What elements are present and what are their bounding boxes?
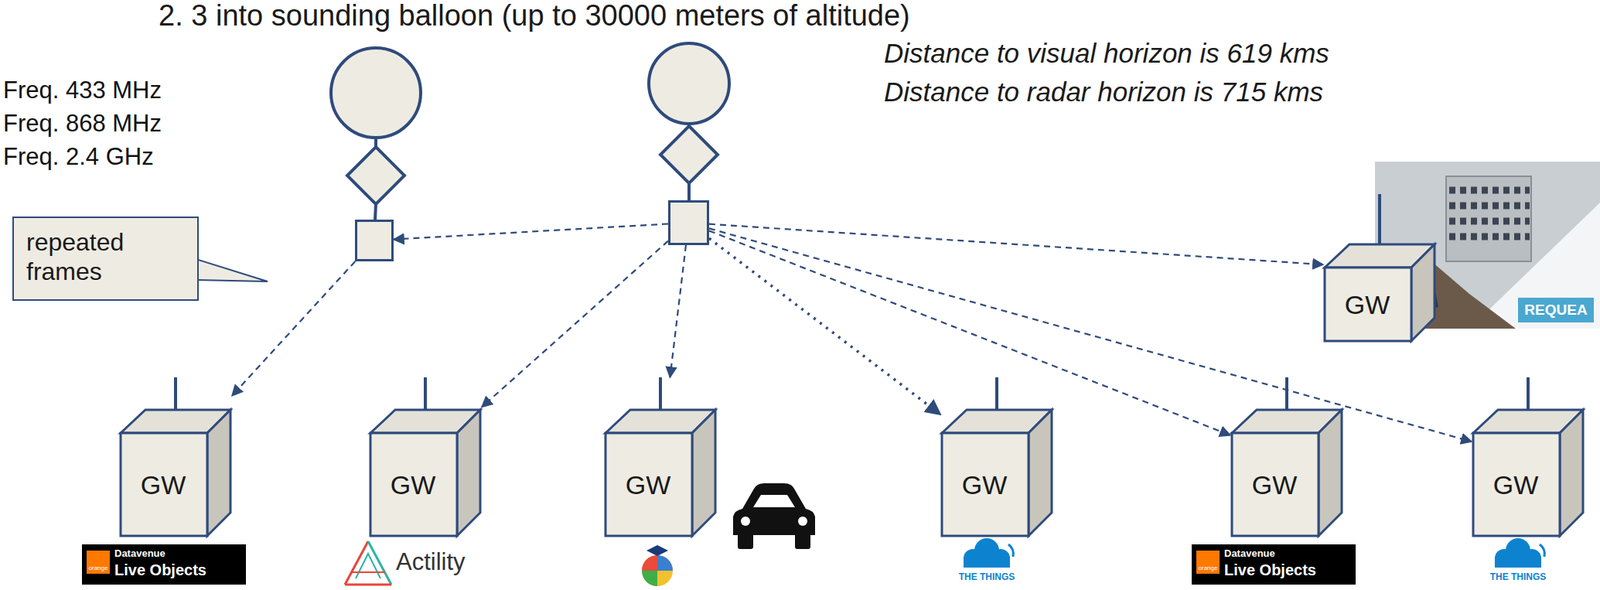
radio-link [709,230,1231,436]
cube-side [1411,244,1435,342]
logo-text: Datavenue [1224,548,1276,560]
cube-side [207,409,231,536]
cube-outline [1323,194,1437,343]
orange-square [86,550,110,574]
cube-side [1318,409,1342,536]
ttn-cloud [963,556,1010,568]
actility-mark [355,553,381,579]
photo-windows [1449,218,1530,226]
gateway-label: GW [119,433,208,538]
logo-text: THE THINGS [955,572,1018,583]
logo-text: orange [86,565,110,573]
ttn-cloud [1494,556,1542,568]
cube-outline [1230,377,1344,538]
radio-link [669,245,686,378]
actility-mark [344,583,392,587]
photo-windows [1449,233,1530,241]
cube-side [1559,409,1583,536]
gateway-label: GW [940,433,1029,538]
car-window [753,494,795,508]
gateway-label: GW [1323,267,1412,343]
parachute-diamond [660,126,718,184]
radio-link [709,238,941,415]
photo-building [1446,176,1532,262]
callout-text: repeated frames [26,227,185,287]
cube-outline [1471,377,1585,538]
radio-link [393,224,669,240]
orange-square [1196,550,1220,574]
gateway-cube: GW [1230,377,1344,538]
ttn-signal [1008,544,1014,557]
radio-link [231,261,355,396]
balloon-string [687,183,691,201]
orange-logo-box [81,544,246,585]
callout-tail [193,258,268,282]
gateway-cube: GW [603,377,717,538]
radio-link [481,241,669,408]
logo-text: REQUEA [1518,302,1594,319]
campus-globe [641,570,658,587]
campus-globe [641,555,658,571]
gateway-cube: GW [119,377,232,538]
car-icon [733,483,816,536]
orange-logo-box [1191,544,1356,585]
ttn-signal [1539,544,1545,557]
photo-windows [1449,187,1530,195]
gateway-label: GW [1230,433,1319,538]
balloon-string [375,204,376,220]
frequency-label: Freq. 433 MHz [3,77,162,104]
logo-text: orange [1196,565,1220,573]
horizon-note: Distance to radar horizon is 715 kms [883,77,1324,108]
gateway-cube: GW [1323,194,1437,343]
actility-mark [351,571,386,574]
gateway-label: GW [1471,433,1560,538]
car-light [740,516,751,526]
logo-text: Live Objects [114,561,207,579]
campus-globe [641,555,673,587]
gateway-label: GW [368,433,458,538]
frequency-label: Freq. 868 MHz [3,110,162,137]
gateway-label: GW [603,433,693,538]
cube-outline [119,377,232,538]
cube-outline [603,377,717,538]
photo-windows [1449,202,1530,210]
gateway-cube: GW [940,377,1054,538]
payload-box [668,200,710,246]
cube-side [457,409,481,536]
car-wheel [794,532,811,550]
parachute-diamond [347,146,405,205]
radio-link [709,228,1472,442]
cube-side [692,409,716,536]
logo-text: Live Objects [1224,561,1317,579]
slide-title: 2. 3 into sounding balloon (up to 30000 … [158,0,911,33]
callout-box: repeated frames [12,216,199,301]
car-wheel [737,532,754,550]
payload-box [354,219,394,262]
balloon-envelope [648,43,730,124]
frequency-label: Freq. 2.4 GHz [3,143,154,171]
cube-side [1028,409,1052,536]
balloon-envelope [330,47,421,138]
requea-logo-box [1518,297,1594,323]
campus-globe [657,555,673,571]
cube-outline [940,377,1054,538]
graduation-cap [646,545,669,557]
logo-text: THE THINGS [1487,572,1549,583]
horizon-note: Distance to visual horizon is 619 kms [883,38,1330,69]
car-light [798,516,808,526]
cube-outline [368,377,482,538]
radio-link [709,224,1324,266]
gateway-cube: GW [1471,377,1585,538]
gateway-cube: GW [368,377,482,538]
logo-text: Datavenue [114,548,166,560]
logo-text: Actility [395,549,466,576]
